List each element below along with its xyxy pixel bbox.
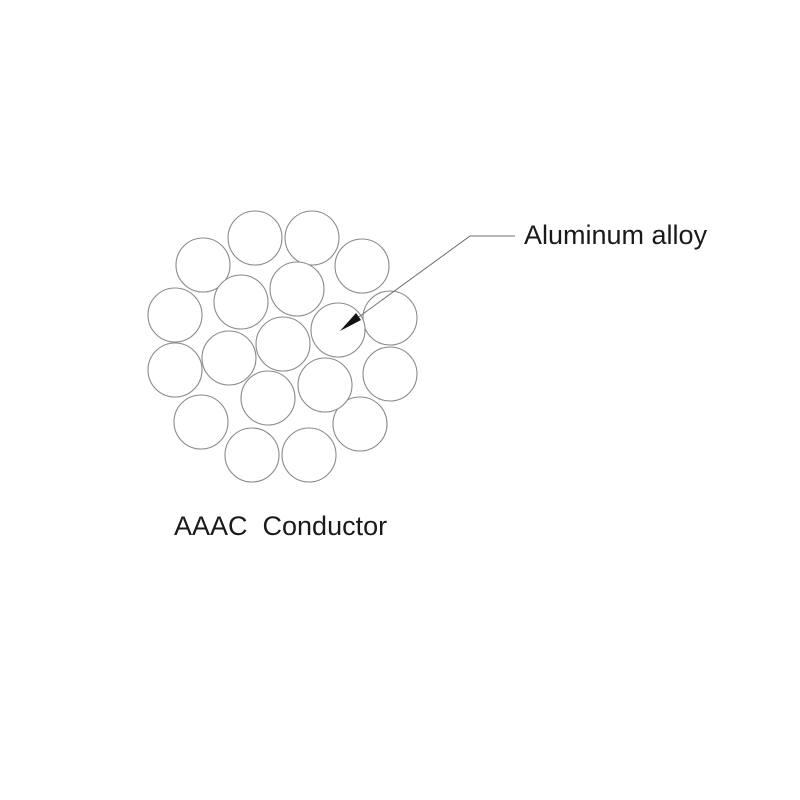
aluminum-alloy-strand-15 [297,357,353,413]
aluminum-alloy-strand-8 [224,427,280,483]
aluminum-alloy-strand-6 [332,396,388,452]
aluminum-alloy-strand-3 [334,238,390,294]
aluminum-alloy-strand-13 [269,261,325,317]
aluminum-alloy-strand-1 [227,210,283,266]
aluminum-alloy-strand-18 [213,274,269,330]
aluminum-alloy-strand-5 [362,346,418,402]
aluminum-alloy-strand-9 [173,394,229,450]
aluminum-alloy-strand-16 [240,370,296,426]
aluminum-alloy-strand-7 [281,427,337,483]
aluminum-alloy-strand-14 [310,302,366,358]
diagram-caption: AAAC Conductor [174,511,387,541]
callout-label-aluminum-alloy: Aluminum alloy [524,220,708,250]
aluminum-alloy-strand-10 [147,342,203,398]
aluminum-alloy-strand-17 [201,330,257,386]
conductor-cross-section [147,210,418,483]
callout-leader-line [344,235,515,328]
callout-arrowhead [340,313,361,331]
aluminum-alloy-strand-19 [255,316,311,372]
aluminum-alloy-strand-12 [175,237,231,293]
aluminum-alloy-strand-4 [362,290,418,346]
aluminum-alloy-strand-2 [284,210,340,266]
aluminum-alloy-strand-11 [147,287,203,343]
